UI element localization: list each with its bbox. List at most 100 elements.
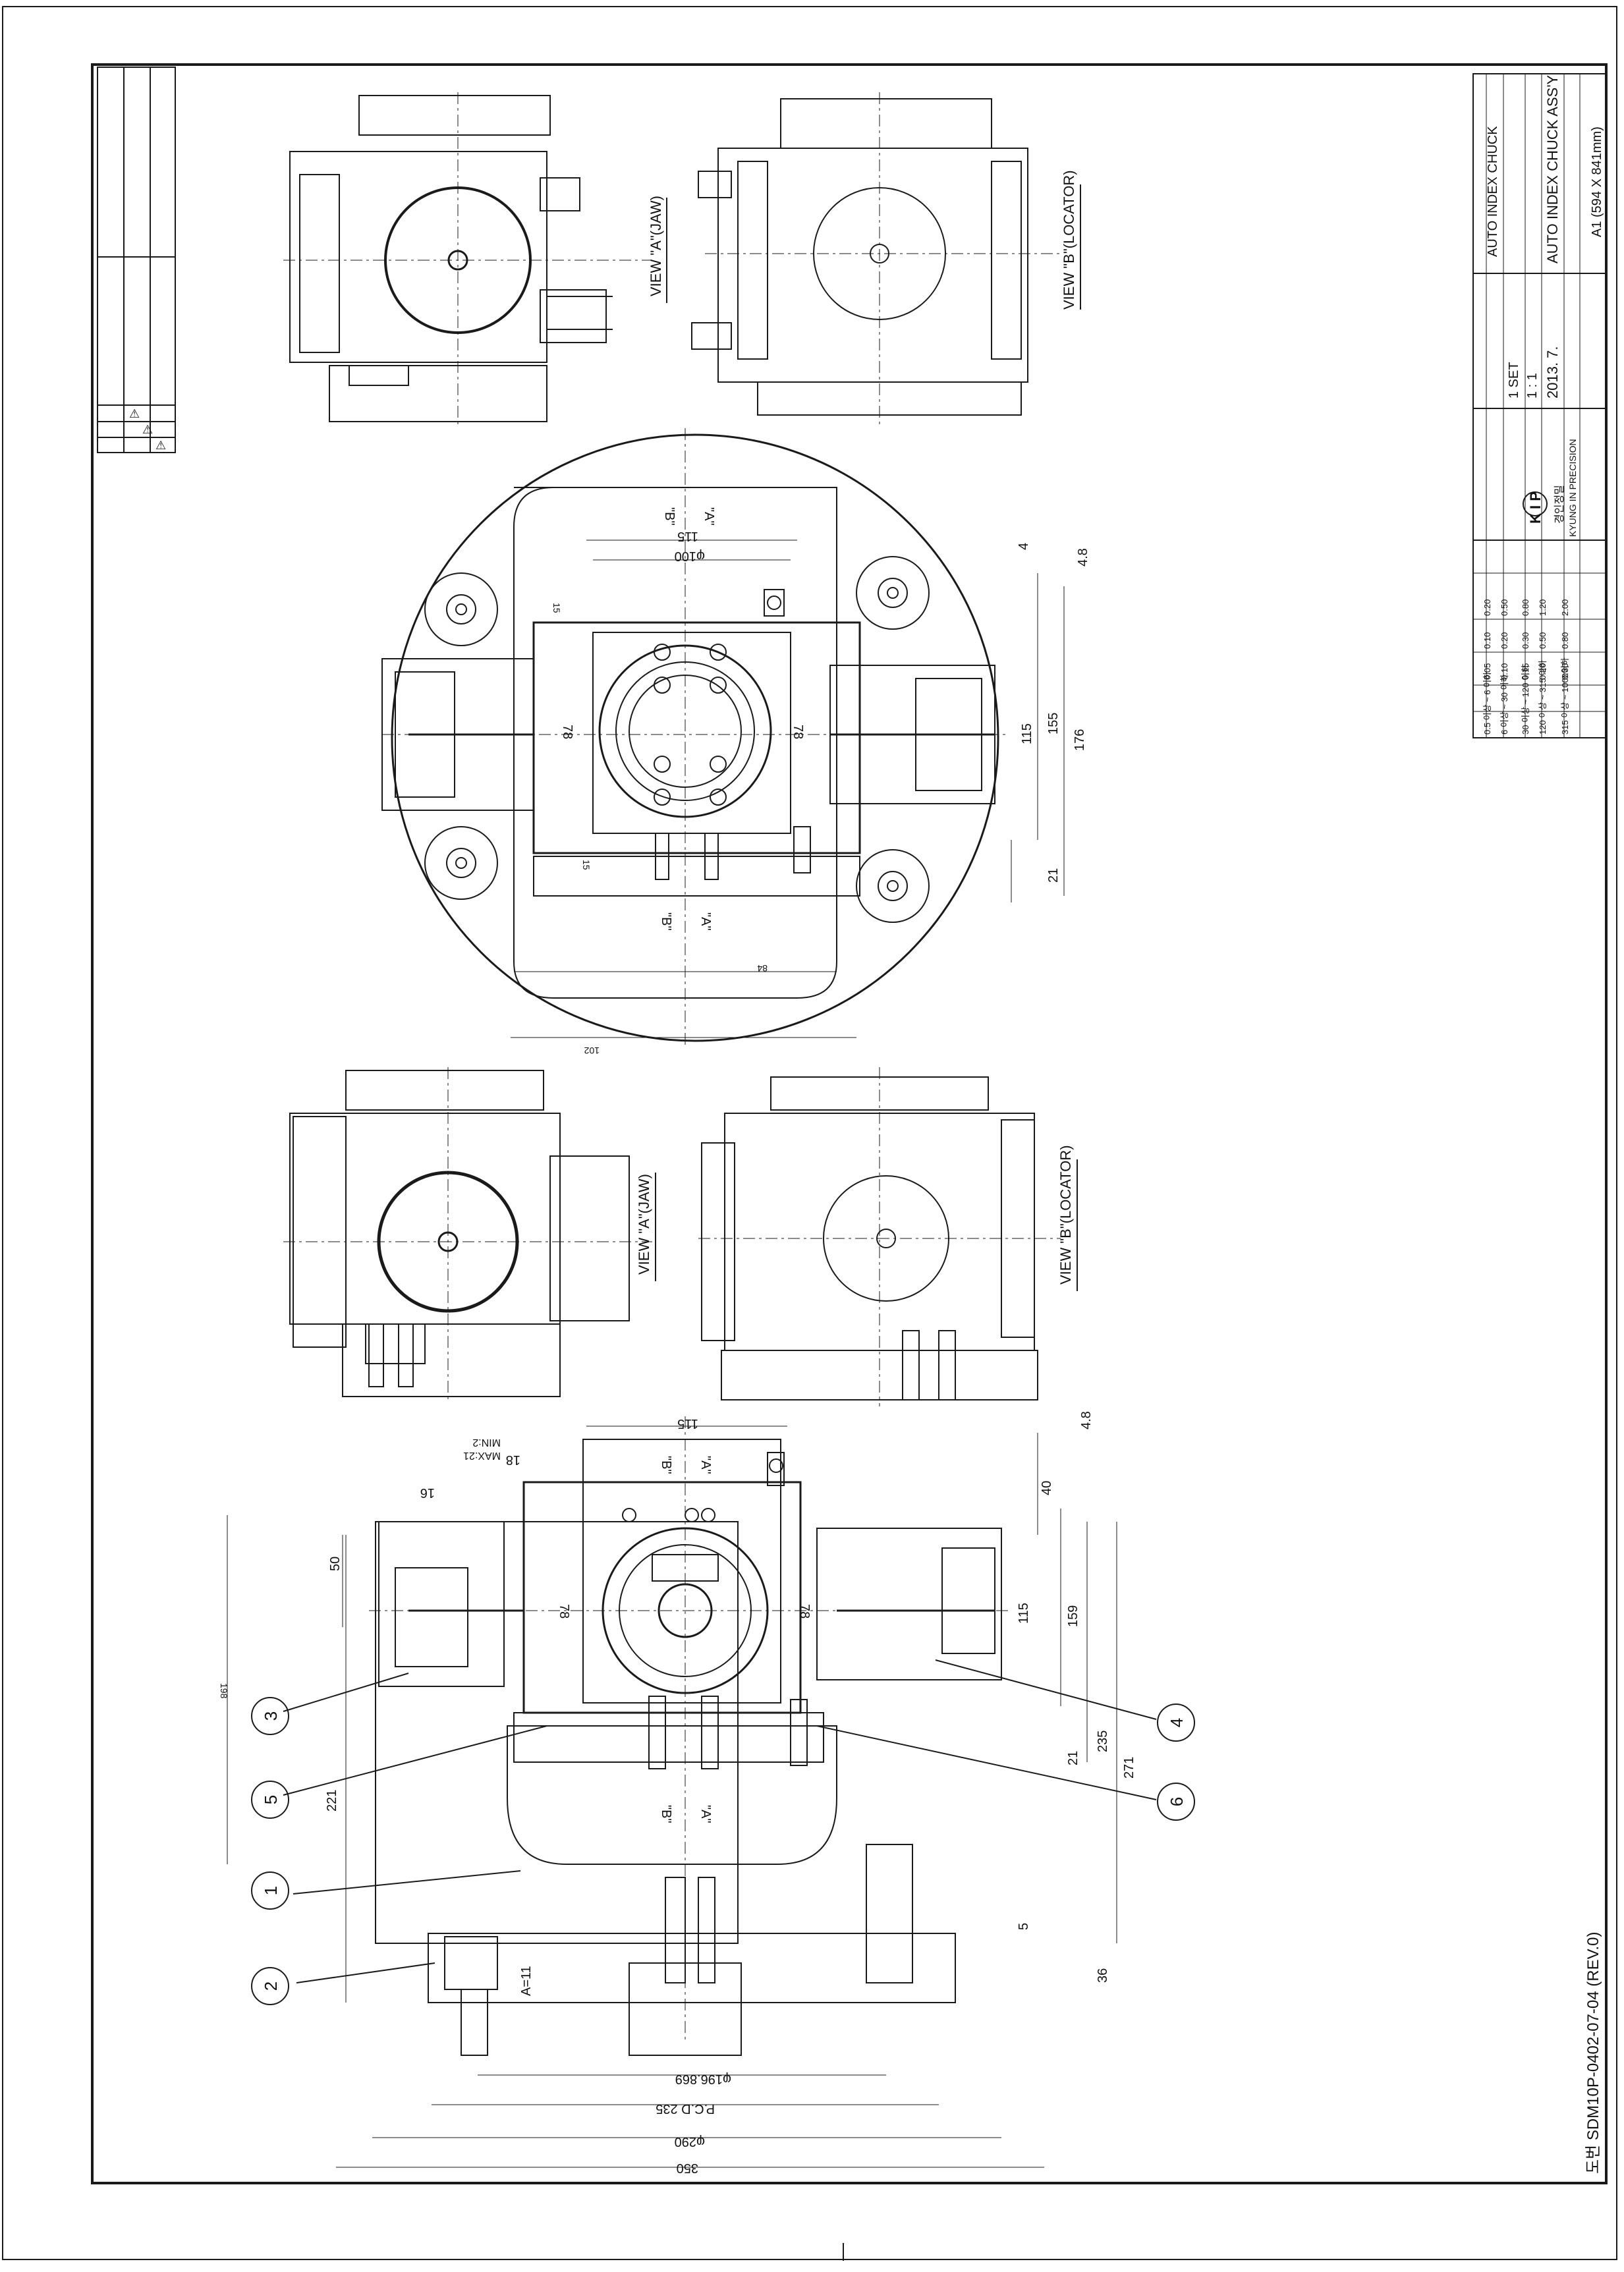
tol-c-3: 0.80 [1521, 599, 1530, 616]
lower-dim-271: 271 [1122, 1757, 1136, 1779]
lower-dim-78-left: 78 [557, 1604, 571, 1619]
lower-assembly-view [227, 1416, 1157, 2168]
upper-dim-115-side: 115 [1020, 723, 1034, 744]
upper-dim-15a: 15 [551, 603, 562, 613]
drawing-number: 도번 SDM10P-0402-07-04 (REV.0) [1584, 1932, 1602, 2174]
tolerance-row-4: 120 이상 ~ 315 이하 [1538, 660, 1548, 734]
upper-dim-78-left: 78 [560, 725, 574, 739]
balloon-1: 1 [261, 1886, 281, 1895]
balloon-3: 3 [261, 1711, 281, 1721]
quantity: 1 SET [1507, 362, 1521, 399]
balloon-6-circle [1157, 1783, 1195, 1821]
view-a-jaw-mid [283, 1067, 652, 1403]
balloon-5-circle [251, 1781, 289, 1819]
tolerance-row-5: 315 이상 ~ 1000이하 [1560, 657, 1570, 734]
balloon-2: 2 [261, 1981, 281, 1991]
upper-dim-115-top: 115 [677, 529, 698, 543]
tol-b-4: 0.50 [1538, 632, 1548, 649]
tol-c-2: 0.50 [1499, 599, 1509, 616]
lower-dim-350: 350 [677, 2161, 698, 2175]
lower-dim-198: 198 [219, 1683, 229, 1699]
lower-section-a-bottom: "A" [698, 1805, 713, 1823]
tol-c-4: 1.20 [1538, 599, 1548, 616]
tol-b-1: 0.10 [1482, 632, 1492, 649]
lower-dim-78-right: 78 [797, 1604, 812, 1619]
upper-dim-78-right: 78 [791, 725, 805, 739]
tol-a-4: 0.20 [1538, 663, 1548, 680]
lower-dim-18: 18 [506, 1453, 520, 1467]
lower-dim-36: 36 [1096, 1968, 1110, 1983]
lower-dim-235: 235 [1096, 1731, 1110, 1752]
lower-dim-5: 5 [1017, 1923, 1031, 1930]
tolerance-table: 0.5 이상 ~ 6 이하 6 이상 ~ 30 이하 30 이상 ~ 120 이… [1482, 599, 1570, 734]
tol-c-5: 2.00 [1560, 599, 1570, 616]
lower-dim-21: 21 [1066, 1751, 1080, 1765]
upper-dim-176: 176 [1073, 729, 1087, 751]
view-b-locator-mid [698, 1067, 1061, 1406]
revision-mark-1: ⚠ [129, 407, 140, 420]
tol-a-5: 0.30 [1560, 663, 1570, 680]
tol-b-3: 0.30 [1521, 632, 1530, 649]
tolerance-row-3: 30 이상 ~ 120 이하 [1521, 665, 1530, 734]
view-a-mid-label: VIEW "A"(JAW) [636, 1174, 652, 1275]
lower-plan-dimensions: 115 4.8 MAX:21 MIN:2 18 16 "B" "A" 40 50… [219, 1411, 1136, 2175]
lower-dim-115-top: 115 [677, 1416, 698, 1431]
tolerance-row-1: 0.5 이상 ~ 6 이하 [1482, 672, 1492, 734]
lower-section-b-bottom: "B" [659, 1805, 673, 1823]
company-korean: 경인정밀 [1554, 485, 1565, 524]
upper-dim-155: 155 [1046, 713, 1061, 734]
balloon-6: 6 [1167, 1797, 1187, 1806]
lower-section-a-top: "A" [698, 1456, 713, 1474]
upper-dim-4-8: 4.8 [1076, 548, 1090, 567]
lower-dim-a11: A=11 [519, 1966, 534, 1996]
revision-mark-3: ⚠ [155, 439, 166, 452]
balloon-5: 5 [261, 1795, 281, 1804]
date: 2013. 7. [1544, 346, 1561, 399]
lower-dim-4-8: 4.8 [1079, 1411, 1094, 1429]
upper-dim-15b: 15 [581, 860, 592, 870]
balloon-4-circle [1157, 1704, 1195, 1742]
view-b-locator-top [691, 92, 1061, 428]
scale: 1 : 1 [1525, 373, 1540, 399]
company-name: KYUNG IN PRECISION [1567, 439, 1578, 537]
tol-a-3: 0.15 [1521, 663, 1530, 680]
upper-section-a-bottom: "A" [698, 912, 713, 931]
upper-dim-4: 4 [1017, 543, 1031, 550]
view-a-top-label: VIEW "A"(JAW) [648, 196, 664, 296]
tol-b-5: 0.80 [1560, 632, 1570, 649]
company-logo: K I P [1527, 491, 1544, 524]
title-block: AUTO INDEX CHUCK AUTO INDEX CHUCK ASS'Y … [1472, 73, 1607, 738]
lower-dim-50: 50 [328, 1557, 343, 1571]
revision-mark-2: ⚠ [142, 423, 153, 436]
balloon-3-circle [251, 1697, 289, 1735]
project-name: AUTO INDEX CHUCK [1486, 126, 1500, 257]
tol-c-1: 0.20 [1482, 599, 1492, 616]
balloon-4: 4 [1167, 1718, 1187, 1727]
lower-dim-phi196: φ196.869 [675, 2072, 731, 2086]
upper-section-b-bottom: "B" [659, 912, 673, 931]
view-b-mid-label: VIEW "B"(LOCATOR) [1057, 1145, 1074, 1285]
upper-plan-dimensions: "B" "A" 115 φ100 4 4.8 155 176 115 21 78… [551, 507, 1090, 1056]
sheet-size: A1 (594 X 841mm) [1590, 126, 1604, 237]
lower-section-b-top: "B" [659, 1456, 673, 1474]
balloon-1-circle [251, 1871, 289, 1910]
lower-dim-max: MAX:21 [463, 1450, 501, 1461]
sheet-border [2, 6, 1617, 2260]
tol-a-1: 0.05 [1482, 663, 1492, 680]
upper-section-a-top: "A" [702, 507, 716, 526]
upper-section-b-top: "B" [662, 507, 677, 526]
view-b-top-label: VIEW "B"(LOCATOR) [1061, 170, 1077, 310]
upper-plan-view [381, 428, 1065, 1047]
upper-dim-21: 21 [1046, 868, 1061, 883]
lower-dim-115-side: 115 [1017, 1603, 1031, 1624]
part-balloons [251, 1697, 1195, 2005]
lower-dim-221: 221 [325, 1790, 339, 1812]
part-balloon-numbers: 1 2 3 4 5 6 [261, 1711, 1187, 1991]
tol-b-2: 0.20 [1499, 632, 1509, 649]
upper-dim-84: 84 [757, 963, 768, 974]
lower-dim-pcd: P.C.D 235 [656, 2101, 715, 2116]
balloon-2-circle [251, 1967, 289, 2005]
lower-dim-40: 40 [1040, 1481, 1054, 1495]
tolerance-row-2: 6 이상 ~ 30 이하 [1499, 674, 1509, 734]
